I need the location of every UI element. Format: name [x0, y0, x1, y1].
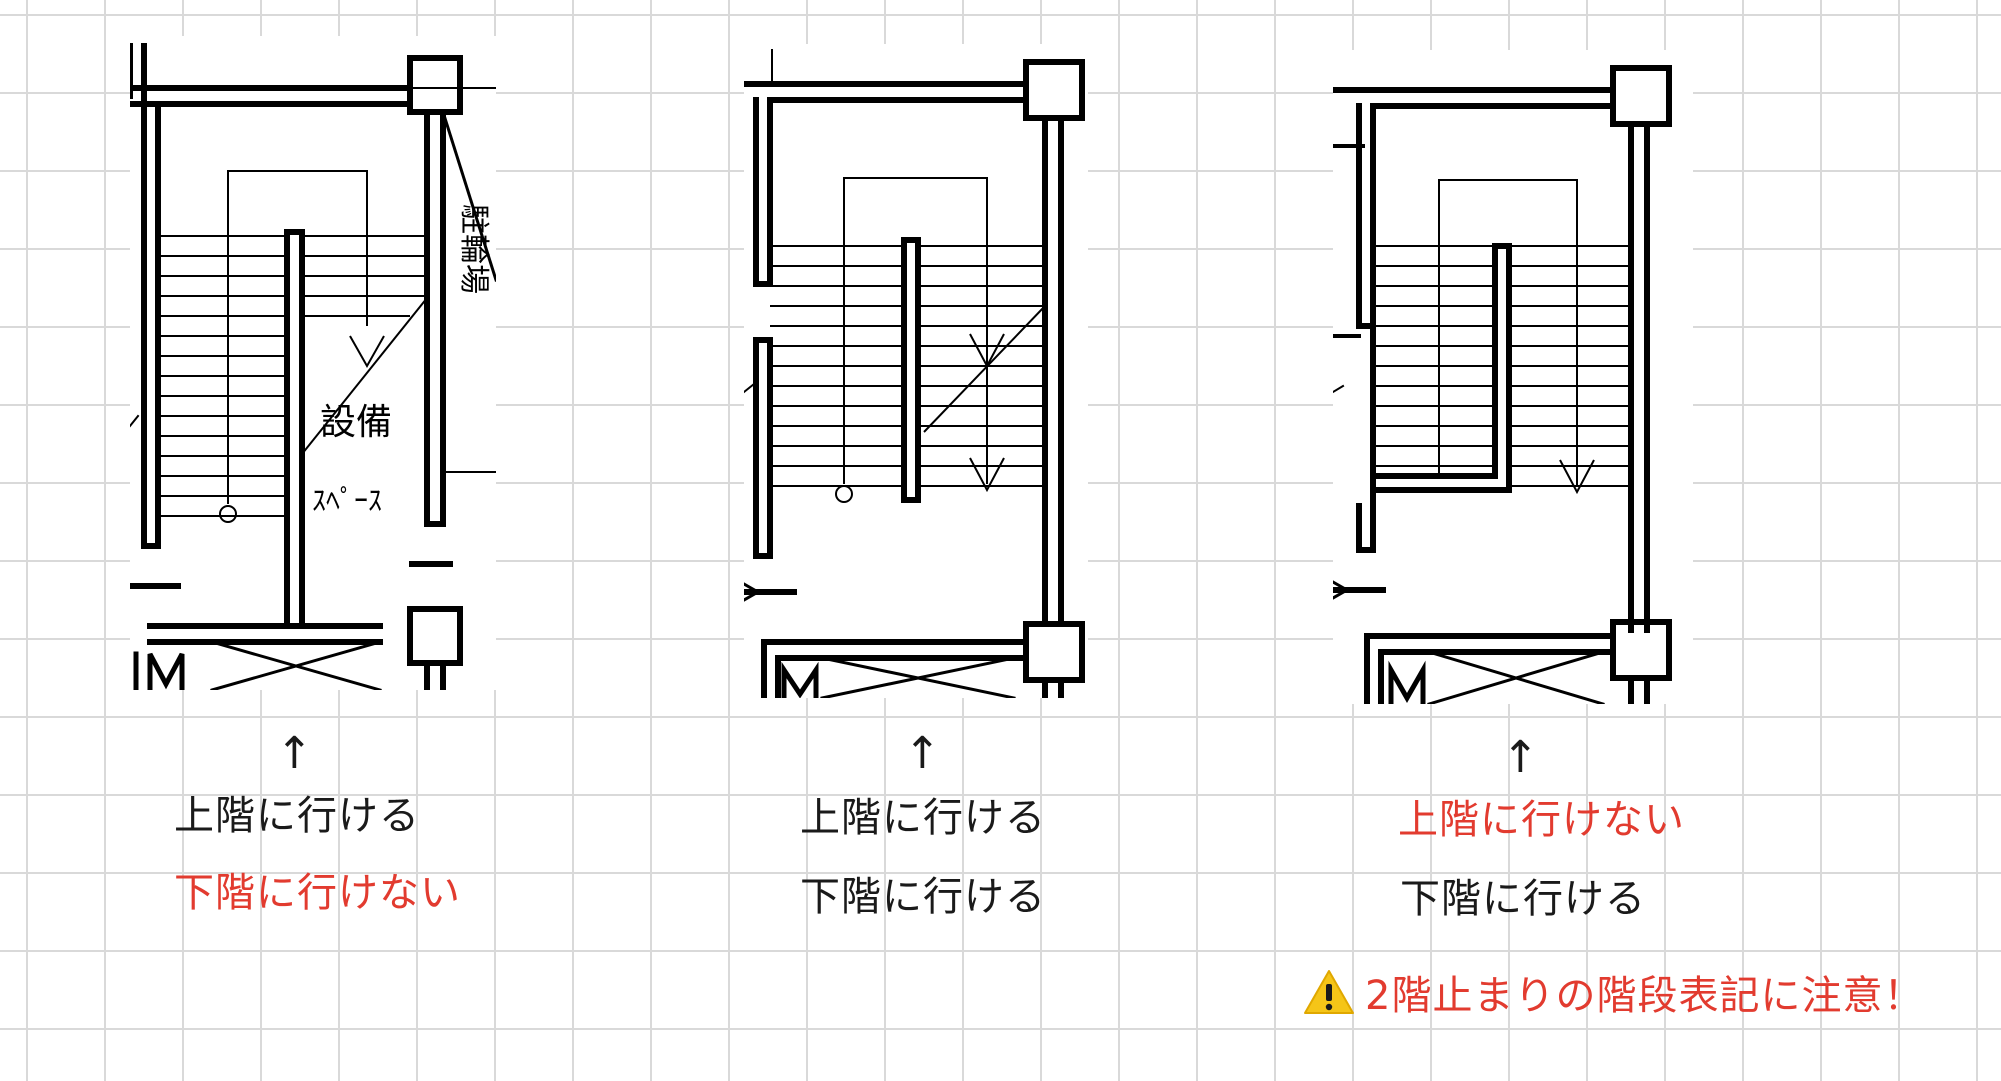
- stair-plan-2-drawing: [744, 49, 1085, 698]
- plan-2-arrow: ↑: [904, 728, 941, 779]
- plan-1-arrow: ↑: [276, 728, 313, 779]
- stair-plan-1-drawing: 駐輪場 設備 ｽﾍﾟｰｽ: [130, 43, 496, 690]
- stair-plan-2: [744, 44, 1088, 698]
- drawing-label-space: ｽﾍﾟｰｽ: [312, 484, 382, 517]
- plan-2-down-text: 下階に行ける: [800, 874, 1046, 920]
- warning-icon: [1304, 970, 1354, 1014]
- start-circle: [219, 505, 237, 523]
- start-circle: [835, 485, 853, 503]
- drawing-label-equipment: 設備: [320, 402, 392, 443]
- plan-3-arrow: ↑: [1502, 732, 1539, 783]
- stair-plan-1: 駐輪場 設備 ｽﾍﾟｰｽ: [130, 36, 496, 690]
- plan-1-down-text: 下階に行けない: [174, 870, 461, 916]
- drawing-label-bicycle: 駐輪場: [456, 204, 491, 294]
- plan-3-down-text: 下階に行ける: [1400, 876, 1646, 922]
- plan-1-up-text: 上階に行ける: [174, 793, 420, 839]
- warning-text: 2階止まりの階段表記に注意！: [1365, 973, 1925, 1019]
- plan-3-up-text: 上階に行けない: [1398, 797, 1685, 843]
- stair-plan-3: [1333, 50, 1693, 704]
- stair-plan-3-drawing: [1333, 65, 1672, 704]
- warning-note: 2階止まりの階段表記に注意！: [1303, 964, 1924, 1020]
- plan-2-up-text: 上階に行ける: [800, 795, 1046, 841]
